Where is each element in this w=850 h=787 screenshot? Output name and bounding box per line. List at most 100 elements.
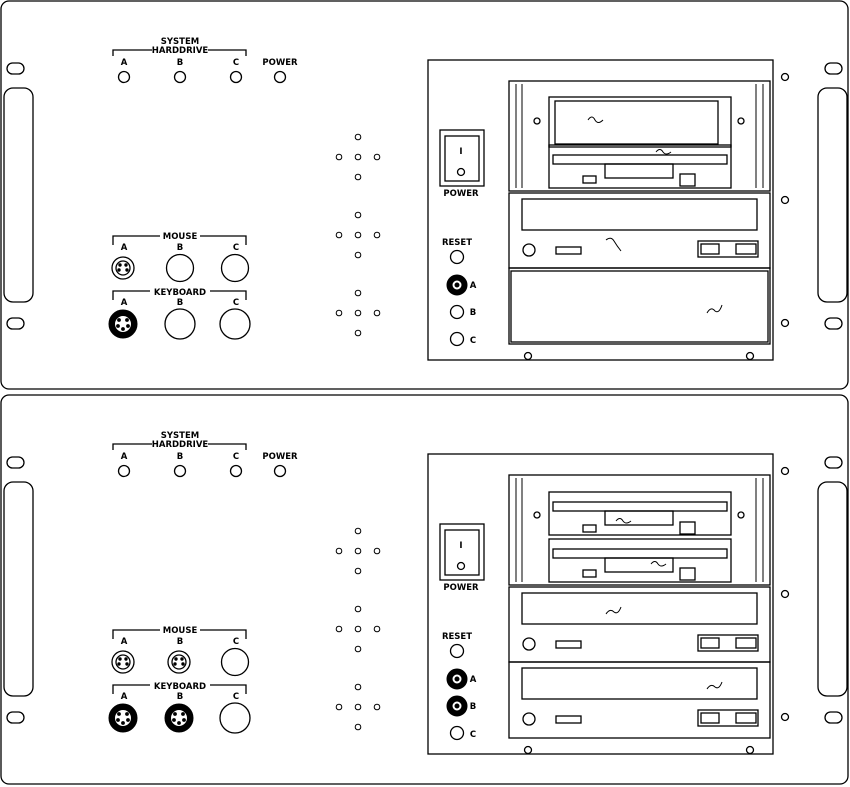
mouse-port-b[interactable] [165,253,195,283]
vent-holes [335,133,381,337]
reset-port-label-a: A [470,281,477,291]
reset-port-label-b: B [470,702,476,712]
reset-port-b[interactable] [449,304,465,320]
reset-port-label-c: C [470,336,476,346]
screw [745,351,755,361]
hardrive-led-a [117,70,131,84]
rack-slot [6,711,25,724]
keyboard-port-b[interactable] [164,308,196,340]
front-panel: I POWER RESET A B C [427,59,790,361]
mouse-port-group: MOUSE A B C [111,232,250,283]
hardrive-led-a [117,464,131,478]
reset-port-c[interactable] [449,725,465,741]
chassis-frame [0,0,849,390]
screw [737,511,745,519]
mouse-port-b[interactable] [167,650,191,674]
power-led [273,70,287,84]
bay-optical-drive-upper[interactable] [508,586,771,663]
bay-optical-drive-lower[interactable] [508,661,771,739]
front-panel-frame [427,453,774,755]
activity-indicator [555,715,582,724]
bay-dual-floppy [508,474,771,586]
reset-button[interactable] [449,643,465,659]
right-handle[interactable] [817,481,848,697]
floppy-drive-upper[interactable] [548,491,732,536]
left-handle[interactable] [3,481,34,697]
mouse-port-c[interactable] [220,647,250,677]
led-label-b: B [177,452,183,462]
led-label-b: B [177,58,183,68]
screw [745,745,755,755]
bay-tape-floppy [508,80,771,192]
screw [780,712,790,722]
eject-button[interactable] [522,243,536,257]
screw [780,72,790,82]
activity-indicator [555,640,582,649]
power-led-label: POWER [262,452,298,462]
keyboard-port-a[interactable] [108,703,138,733]
power-switch-label: POWER [443,189,479,199]
keyboard-port-c[interactable] [219,308,251,340]
group-bracket [112,629,247,639]
led-label-c: C [233,452,239,462]
keyboard-label: KEYBOARD [154,682,206,692]
left-handle[interactable] [3,87,34,303]
chassis-upper: SYSTEM HARDDRIVE A B C POWER MOUSE A B C [0,0,849,390]
system-hardrive-group: SYSTEM HARDDRIVE A B C POWER [112,431,298,478]
bay-optical-drive[interactable] [508,192,771,269]
power-switch[interactable] [444,135,480,182]
port-label-a: A [121,298,128,308]
rack-slot [6,456,25,469]
front-panel: I POWER RESET A B C [427,453,790,755]
screw [737,117,745,125]
keyboard-port-a[interactable] [108,309,138,339]
power-switch-mark: I [459,541,462,551]
reset-port-label-b: B [470,308,476,318]
chassis-lower: SYSTEM HARDDRIVE A B C POWER MOUSE A B C [0,394,849,785]
power-switch[interactable] [444,529,480,576]
eject-button[interactable] [522,712,536,726]
power-switch-mark: I [459,147,462,157]
rack-slot [824,456,843,469]
screw [780,195,790,205]
rack-slot [6,317,25,330]
port-label-a: A [121,692,128,702]
hardrive-label: HARDDRIVE [152,46,209,56]
system-label: SYSTEM [161,431,199,441]
reset-button[interactable] [449,249,465,265]
power-led [273,464,287,478]
port-label-c: C [233,692,239,702]
reset-port-label-c: C [470,730,476,740]
hardrive-led-c [229,464,243,478]
reset-port-label-a: A [470,675,477,685]
activity-indicator [555,246,582,255]
screw [533,117,541,125]
power-switch-indicator [456,167,466,177]
power-switch-indicator [456,561,466,571]
port-label-a: A [121,243,128,253]
reset-label: RESET [442,632,472,642]
eject-button[interactable] [522,637,536,651]
rack-slot [6,62,25,75]
port-label-b: B [177,243,183,253]
group-bracket [112,290,247,300]
rack-slot [824,317,843,330]
mouse-label: MOUSE [163,232,198,242]
floppy-drive-lower[interactable] [548,538,732,583]
floppy-drive[interactable] [548,144,732,189]
port-label-c: C [233,637,239,647]
reset-port-a[interactable] [446,668,468,690]
right-handle[interactable] [817,87,848,303]
reset-port-b[interactable] [446,695,468,717]
mouse-port-a[interactable] [111,650,135,674]
tape-drive[interactable] [548,96,732,148]
power-switch-housing [439,129,485,187]
keyboard-port-c[interactable] [219,702,251,734]
mouse-port-a[interactable] [111,256,135,280]
port-label-c: C [233,243,239,253]
reset-port-a[interactable] [446,274,468,296]
keyboard-port-group: KEYBOARD A B C [108,288,251,340]
mouse-port-c[interactable] [220,253,250,283]
reset-port-c[interactable] [449,331,465,347]
keyboard-port-b[interactable] [164,703,194,733]
